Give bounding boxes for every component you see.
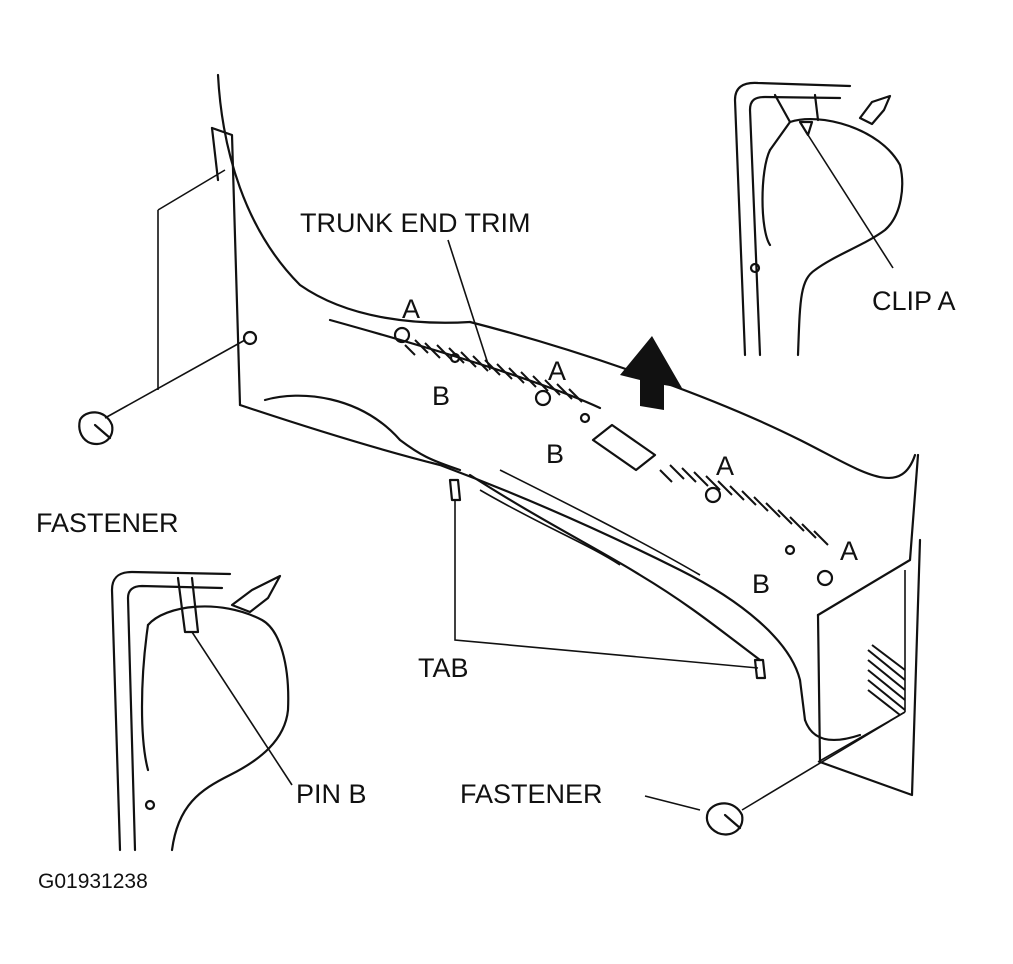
trunk-trim-leader	[447, 239, 491, 371]
tab-markers	[448, 478, 767, 680]
callout-a-2: A	[548, 356, 566, 386]
fastener-right-label-leader	[644, 795, 701, 811]
clip-a-label: CLIP A	[872, 286, 956, 316]
inset-pin-b	[110, 570, 293, 852]
fastener-left-label: FASTENER	[36, 508, 179, 538]
fastener-left-guide	[157, 169, 226, 390]
trunk-end-trim-panel	[210, 73, 922, 797]
side-panel-hatch	[867, 644, 906, 716]
tab-leader	[454, 500, 759, 669]
trim-hatch-left	[404, 339, 583, 403]
callout-b-1: B	[432, 381, 450, 411]
fastener-right-icon	[705, 802, 744, 836]
fastener-left-line	[104, 339, 246, 419]
pin-b-label: PIN B	[296, 779, 367, 809]
callout-a-3: A	[716, 451, 734, 481]
fastener-right-label: FASTENER	[460, 779, 603, 809]
inset-clip-a	[733, 81, 904, 357]
trunk-end-trim-label: TRUNK END TRIM	[300, 208, 531, 238]
callout-b-2: B	[546, 439, 564, 469]
fastener-right-guide	[817, 570, 906, 763]
callout-a-1: A	[402, 294, 420, 324]
up-arrow-icon	[620, 336, 682, 410]
clip-markers	[393, 326, 834, 587]
fastener-left-hole	[242, 330, 258, 346]
callout-b-3: B	[752, 569, 770, 599]
trim-hatch-right	[659, 464, 829, 546]
tab-label: TAB	[418, 653, 469, 683]
fastener-left-icon	[78, 411, 114, 446]
figure-id: G01931238	[38, 870, 148, 893]
callout-a-4: A	[840, 536, 858, 566]
